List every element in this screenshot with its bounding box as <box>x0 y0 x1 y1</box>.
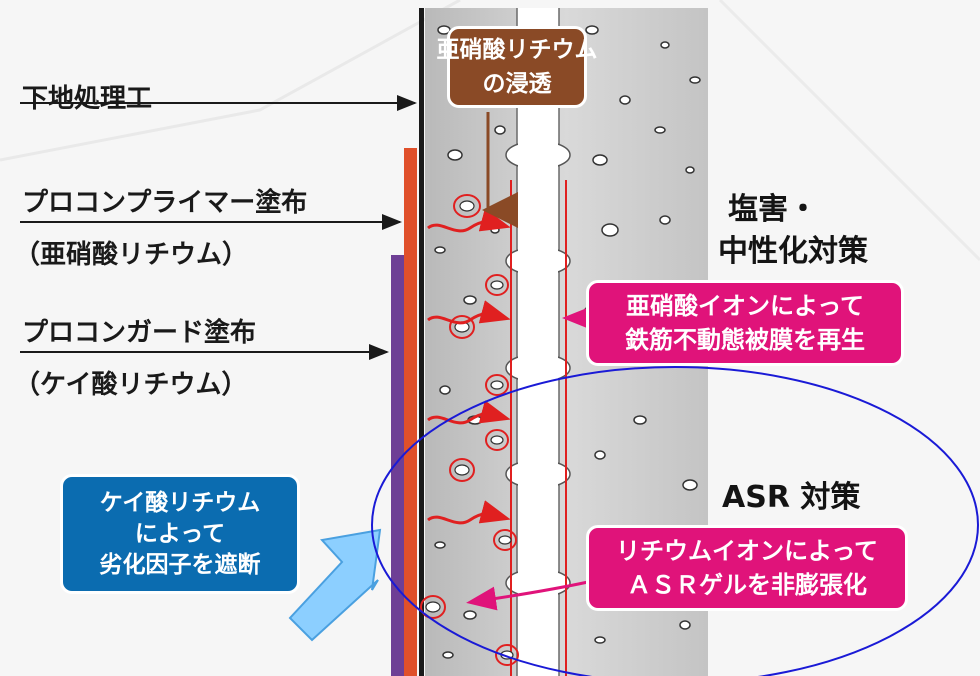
primer-coating-layer <box>404 148 417 676</box>
asr-pointer-arrow <box>466 580 589 611</box>
label-primer-material: （亜硝酸リチウム） <box>14 240 249 270</box>
paper-crease <box>718 0 980 262</box>
asr-highlight-ellipse <box>371 366 979 676</box>
surface-line <box>419 8 424 676</box>
salt-heading-line1: 塩害・ <box>728 192 818 227</box>
block-box-line2: によって <box>134 520 226 547</box>
block-box-line1: ケイ酸リチウム <box>99 489 261 516</box>
label-guard-material: （ケイ酸リチウム） <box>14 370 248 400</box>
label-guard: プロコンガード塗布 <box>22 318 257 348</box>
paper-crease <box>0 0 461 162</box>
label-base-treatment: 下地処理工 <box>22 84 153 114</box>
reactive-aggregate <box>420 194 519 666</box>
rebar <box>505 8 571 676</box>
guard-coating-layer <box>391 255 405 676</box>
penetration-box-line1: 亜硝酸リチウム <box>436 37 598 63</box>
penetration-box-line2: の浸透 <box>482 71 552 97</box>
salt-box-line2: 鉄筋不動態被膜を再生 <box>625 326 865 354</box>
penetration-box: 亜硝酸リチウム の浸透 <box>437 26 598 108</box>
salt-box-line1: 亜硝酸イオンによって <box>625 292 865 320</box>
block-box-line3: 劣化因子を遮断 <box>99 551 261 578</box>
block-description-box: ケイ酸リチウム によって 劣化因子を遮断 <box>60 474 300 594</box>
asr-description-box: リチウムイオンによって ＡＳＲゲルを非膨張化 <box>586 525 908 611</box>
block-arrow <box>288 528 382 642</box>
label-primer: プロコンプライマー塗布 <box>22 188 308 218</box>
asr-heading: ASR 対策 <box>722 480 861 515</box>
salt-description-box: 亜硝酸イオンによって 鉄筋不動態被膜を再生 <box>586 280 904 366</box>
salt-heading-line2: 中性化対策 <box>718 234 868 269</box>
asr-box-line2: ＡＳＲゲルを非膨張化 <box>627 571 867 599</box>
asr-box-line1: リチウムイオンによって <box>615 537 879 565</box>
